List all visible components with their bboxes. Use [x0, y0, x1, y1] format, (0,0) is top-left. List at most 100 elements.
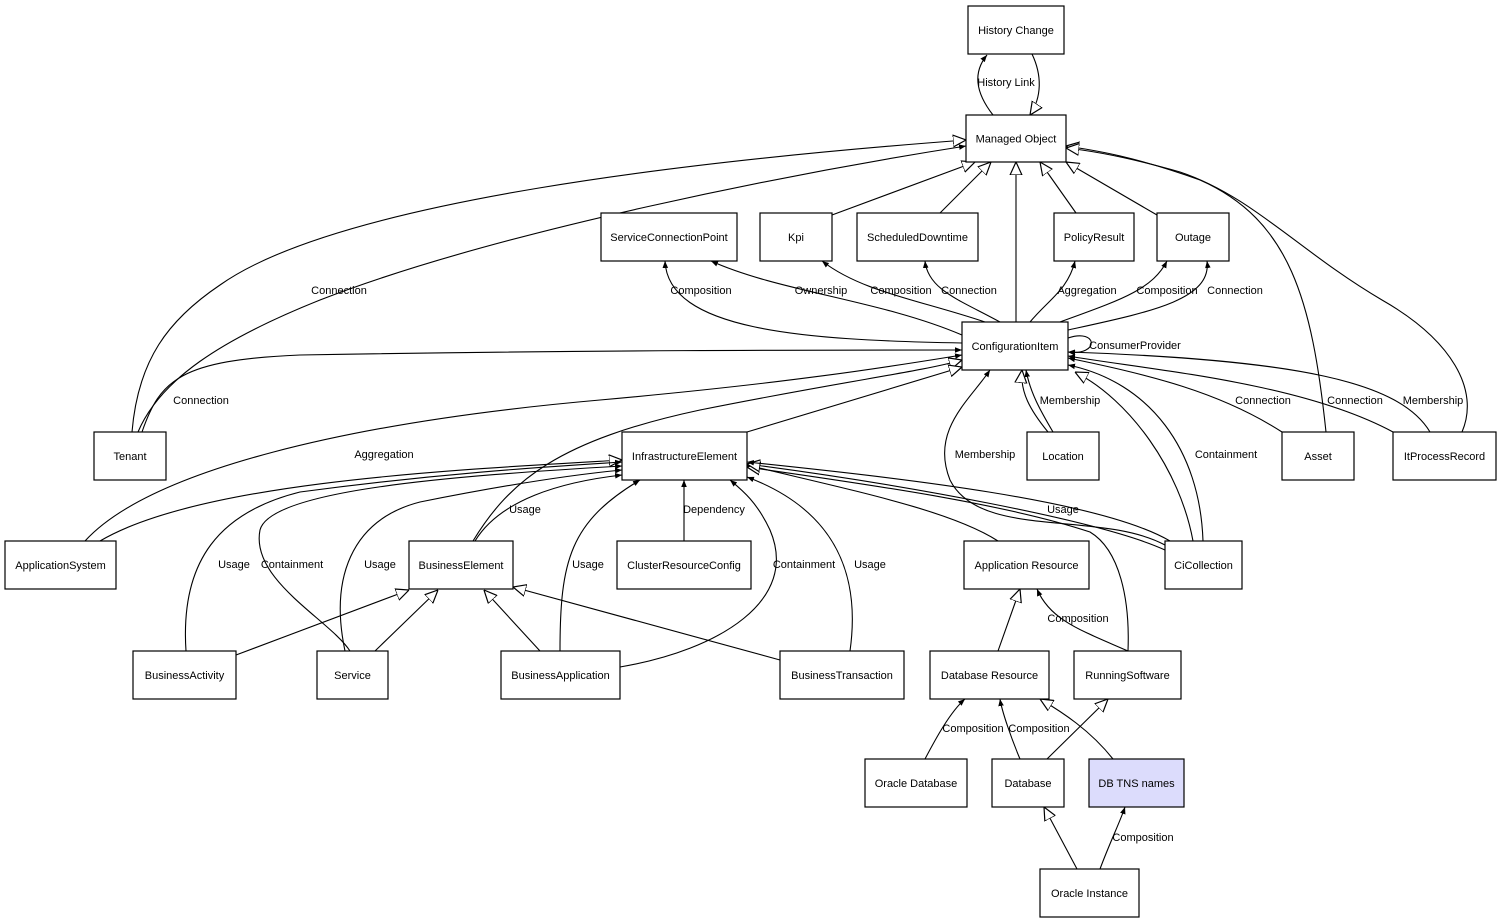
inheritance-connector: [1066, 162, 1158, 216]
node-crc[interactable]: ClusterResourceConfig: [616, 540, 752, 590]
edge-oracle_instance-to-db_tns: Composition: [1099, 806, 1174, 870]
edge-running_software-to-infra: [747, 467, 1129, 652]
node-policy-result[interactable]: PolicyResult: [1053, 212, 1135, 262]
association-connector: [944, 369, 1166, 546]
edge-label: History Link: [977, 77, 1035, 89]
node-oracle-instance[interactable]: Oracle Instance: [1039, 868, 1140, 918]
node-label: ClusterResourceConfig: [627, 560, 741, 572]
edge-cicollection-to-ci: [1075, 372, 1194, 542]
edge-ci-to-scp: Composition: [662, 260, 963, 344]
edge-ci-to-outage: Composition: [1059, 260, 1198, 323]
edge-business_activity-to-infra: Usage: [184, 459, 623, 652]
node-kpi[interactable]: Kpi: [759, 212, 833, 262]
node-cicollection[interactable]: CiCollection: [1164, 540, 1243, 590]
node-box: [408, 540, 514, 590]
edge-itpr-to-ci: Connection: [1067, 354, 1394, 433]
edge-service-to-infra: Usage: [339, 467, 623, 652]
node-running-software[interactable]: RunningSoftware: [1073, 650, 1182, 700]
node-scheduled-downtime[interactable]: ScheduledDowntime: [856, 212, 979, 262]
edge-policy_result-to-managed_object: [1040, 162, 1077, 214]
inheritance-connector: [747, 464, 1166, 551]
node-label: Location: [1042, 451, 1084, 463]
node-ci[interactable]: ConfigurationItem: [961, 321, 1069, 371]
node-oracle-database[interactable]: Oracle Database: [864, 758, 968, 808]
edge-ci-to-scheduled_downtime: Connection: [922, 260, 1001, 323]
node-box: [759, 212, 833, 262]
edge-kpi-to-managed_object: [831, 162, 975, 216]
association-connector: [1067, 363, 1204, 542]
node-db-resource[interactable]: Database Resource: [929, 650, 1050, 700]
node-business-element[interactable]: BusinessElement: [408, 540, 514, 590]
inheritance-connector: [1044, 807, 1078, 870]
edge-app_resource-to-infra: [747, 465, 999, 542]
inheritance-connector: [1022, 370, 1049, 433]
inheritance-connector: [513, 587, 781, 661]
association-connector: [1067, 349, 1431, 433]
association-connector: [474, 473, 623, 542]
edge-location-to-ci: [1022, 370, 1049, 433]
edge-tenant-to-managed_object: [131, 140, 966, 433]
inheritance-connector: [1046, 699, 1108, 760]
edge-business_transaction-to-infra: Usage: [746, 476, 886, 652]
node-label: ItProcessRecord: [1404, 451, 1485, 463]
node-box: [1164, 540, 1243, 590]
association-connector: [258, 463, 623, 652]
node-service[interactable]: Service: [316, 650, 389, 700]
association-connector: [141, 347, 963, 433]
association-connector: [1024, 369, 1054, 433]
node-business-application[interactable]: BusinessApplication: [500, 650, 621, 700]
node-label: Service: [334, 670, 371, 682]
node-label: Database Resource: [941, 670, 1038, 682]
edge-label: Composition: [1136, 285, 1197, 297]
node-box: [856, 212, 979, 262]
node-history-change[interactable]: History Change: [967, 5, 1065, 55]
edge-label: Ownership: [795, 285, 848, 297]
edge-label: Composition: [670, 285, 731, 297]
association-connector: [1059, 260, 1168, 323]
edge-label: Containment: [773, 559, 835, 571]
node-asset[interactable]: Asset: [1281, 431, 1355, 481]
node-box: [991, 758, 1065, 808]
node-itpr[interactable]: ItProcessRecord: [1392, 431, 1497, 481]
edge-db_tns-to-db_resource: [1040, 699, 1114, 760]
association-connector: [662, 260, 963, 344]
node-outage[interactable]: Outage: [1156, 212, 1230, 262]
association-connector: [339, 467, 623, 652]
edge-business_element-to-infra: Usage: [474, 473, 623, 542]
edge-asset-to-managed_object: [1066, 146, 1327, 433]
node-label: PolicyResult: [1064, 232, 1125, 244]
node-box: [1281, 431, 1355, 481]
edge-infra-to-ci: [746, 367, 962, 433]
inheritance-connector: [746, 367, 962, 433]
edge-ci-to-ci: ConsumerProvider: [1067, 335, 1181, 356]
node-db-tns[interactable]: DB TNS names: [1088, 758, 1185, 808]
node-infra[interactable]: InfrastructureElement: [621, 431, 748, 481]
node-box: [779, 650, 905, 700]
association-connector: [619, 479, 777, 668]
edge-running_software-to-app_resource: Composition: [1036, 588, 1129, 652]
edge-label: Connection: [173, 395, 229, 407]
association-connector: [710, 260, 963, 336]
node-label: Application Resource: [975, 560, 1079, 572]
edge-label: Membership: [1040, 395, 1101, 407]
node-business-activity[interactable]: BusinessActivity: [132, 650, 237, 700]
edge-db_resource-to-app_resource: [997, 589, 1020, 652]
node-business-transaction[interactable]: BusinessTransaction: [779, 650, 905, 700]
node-app-resource[interactable]: Application Resource: [963, 540, 1090, 590]
edge-appsys-to-ci: Aggregation: [84, 353, 963, 542]
edge-label: Composition: [942, 723, 1003, 735]
node-managed-object[interactable]: Managed Object: [965, 114, 1067, 163]
node-database[interactable]: Database: [991, 758, 1065, 808]
association-connector: [1029, 260, 1077, 323]
node-box: [600, 212, 738, 262]
inheritance-connector: [374, 590, 438, 652]
edge-ci-to-outage: Connection: [1067, 260, 1263, 331]
node-appsys[interactable]: ApplicationSystem: [4, 540, 117, 590]
association-connector: [746, 459, 1171, 542]
node-tenant[interactable]: Tenant: [93, 431, 167, 481]
edge-asset-to-ci: Connection: [1067, 356, 1291, 433]
node-scp[interactable]: ServiceConnectionPoint: [600, 212, 738, 262]
association-connector: [1067, 356, 1283, 433]
node-location[interactable]: Location: [1026, 431, 1100, 481]
